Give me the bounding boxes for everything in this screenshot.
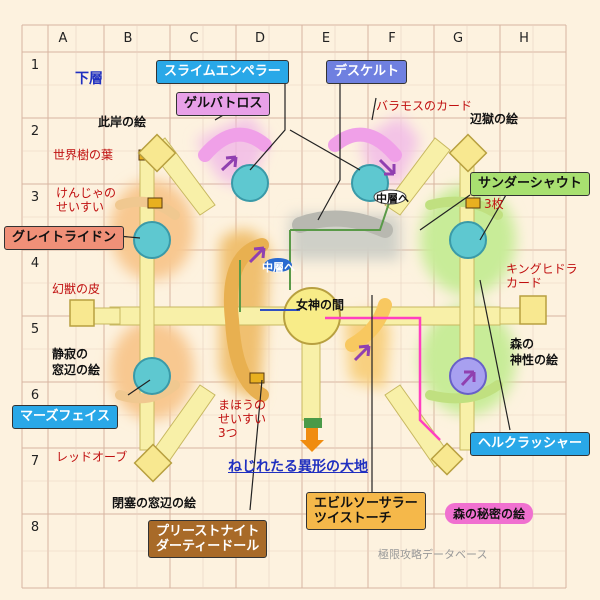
col-header-g: G — [452, 31, 464, 46]
row-header-6: 6 — [30, 388, 40, 403]
exit-link[interactable]: ねじれたる異形の大地 — [228, 459, 368, 475]
stairs-left-marker — [264, 258, 292, 272]
item-shore-painting: 此岸の絵 — [98, 115, 147, 129]
col-header-b: B — [123, 31, 133, 46]
row-header-1: 1 — [30, 58, 40, 73]
to-middle-floor-right: 中層へ — [376, 192, 409, 205]
center-room-label: 女神の間 — [296, 298, 345, 312]
item-forest-divinity: 森の 神性の絵 — [510, 336, 558, 368]
item-sage-water-line1: けんじゃの — [56, 186, 117, 200]
item-closed-window: 閉塞の窓辺の絵 — [112, 496, 197, 510]
item-quiet-window: 静寂の 窓辺の絵 — [52, 346, 100, 378]
item-sage-water-line2: せいすい — [56, 200, 105, 214]
item-king-hydra-card: キングヒドラ カード — [506, 262, 578, 290]
item-magic-water-line3: 3つ — [218, 426, 238, 440]
warp-points — [133, 164, 487, 395]
monster-evil-sorcerer-line1: エビルソーサラー — [314, 496, 418, 511]
item-king-hydra-card-line1: キングヒドラ — [506, 262, 578, 276]
item-hell-painting: 辺獄の絵 — [470, 112, 519, 126]
monster-gelbatros: ゲルバトロス — [176, 92, 271, 116]
painting-rooms — [69, 133, 547, 483]
center-room-circle — [283, 287, 341, 345]
item-quiet-window-line1: 静寂の — [52, 347, 89, 361]
to-middle-floor-left: 中層へ — [262, 261, 295, 274]
monster-hell-crusher: ヘルクラッシャー — [470, 432, 591, 456]
item-baramos-card: バラモスのカード — [376, 99, 473, 113]
credit-text: 極限攻略データベース — [378, 548, 488, 561]
exit-arrow — [300, 428, 324, 452]
item-forest-secret: 森の秘密の絵 — [445, 503, 534, 524]
guide-lines — [239, 199, 391, 312]
monster-slime-emperor: スライムエンペラー — [156, 60, 289, 84]
monster-deskelt: デスケルト — [326, 60, 408, 84]
col-header-d: D — [254, 31, 265, 46]
monster-priest-knight-line2: ダーティードール — [156, 539, 260, 554]
item-phantom-hide: 幻獣の皮 — [52, 282, 101, 296]
monster-priest-knight: プリーストナイト ダーティードール — [148, 520, 268, 558]
monster-priest-knight-line1: プリーストナイト — [156, 524, 260, 539]
item-quiet-window-line2: 窓辺の絵 — [52, 363, 101, 377]
row-header-7: 7 — [30, 454, 40, 469]
item-world-tree-leaf: 世界樹の葉 — [53, 148, 114, 162]
col-header-c: C — [189, 31, 199, 46]
row-header-4: 4 — [30, 256, 40, 271]
row-header-2: 2 — [30, 124, 40, 139]
monster-thunder-shout: サンダーシャウト — [470, 172, 590, 196]
item-forest-divinity-line2: 神性の絵 — [510, 353, 559, 367]
row-header-5: 5 — [30, 322, 40, 337]
monster-great-trident: グレイトライドン — [4, 226, 125, 250]
item-magic-water-line1: まほうの — [218, 398, 267, 412]
item-red-orb: レッドオーブ — [56, 450, 128, 464]
direction-arrows — [220, 155, 476, 387]
col-header-f: F — [388, 31, 396, 46]
monster-evil-sorcerer-line2: ツイストーチ — [314, 511, 392, 526]
col-header-a: A — [58, 31, 68, 46]
item-forest-divinity-line1: 森の — [510, 337, 535, 351]
row-header-3: 3 — [30, 190, 40, 205]
monster-mars-face: マーズフェイス — [12, 405, 118, 429]
col-header-e: E — [321, 31, 331, 46]
floor-title: 下層 — [75, 71, 103, 87]
item-three-pieces: 3枚 — [484, 197, 504, 211]
stairs-right-marker — [373, 189, 407, 205]
item-magic-water-line2: せいすい — [218, 412, 267, 426]
monster-evil-sorcerer: エビルソーサラー ツイストーチ — [306, 492, 426, 530]
col-header-h: H — [519, 31, 529, 46]
item-sage-water: けんじゃの せいすい — [56, 186, 116, 214]
item-king-hydra-card-line2: カード — [506, 276, 543, 290]
row-header-8: 8 — [30, 520, 40, 535]
item-magic-water: まほうの せいすい 3つ — [218, 398, 266, 440]
exit-door — [304, 418, 322, 428]
